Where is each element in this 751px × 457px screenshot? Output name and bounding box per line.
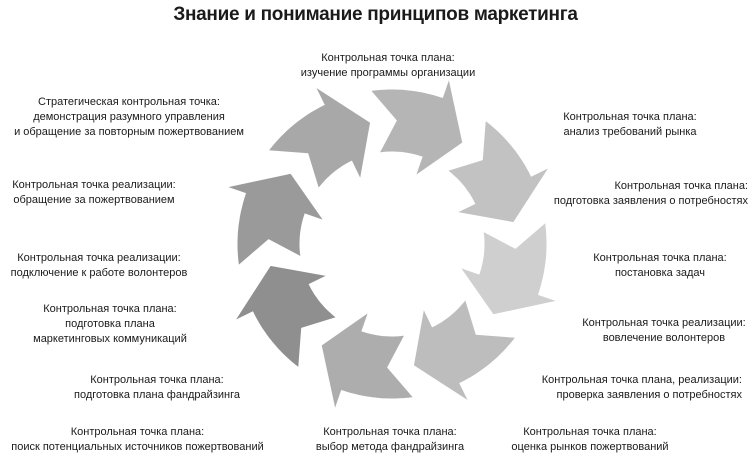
label-needs-verification: Контрольная точка плана, реализации: про… bbox=[530, 373, 742, 403]
cycle-arrow-segment bbox=[267, 85, 372, 190]
cycle-arrows bbox=[224, 76, 560, 412]
label-text: обращение за пожертвованием bbox=[13, 194, 175, 206]
label-donation-request: Контрольная точка реализации: обращение … bbox=[4, 178, 184, 208]
label-text: оценка рынков пожертвований bbox=[511, 441, 669, 453]
label-needs-statement: Контрольная точка плана: подготовка заяв… bbox=[520, 179, 748, 209]
label-kind: Контрольная точка плана: bbox=[321, 52, 455, 64]
cycle-arrow-segment bbox=[458, 221, 560, 316]
label-text: анализ требований рынка bbox=[563, 126, 697, 138]
label-kind: Контрольная точка реализации: bbox=[17, 252, 181, 264]
cycle-arrow-segment bbox=[233, 264, 338, 369]
label-text: подготовка плана bbox=[65, 318, 155, 330]
label-fundraising-method: Контрольная точка плана: выбор метода фа… bbox=[300, 425, 480, 455]
label-fundraising-plan: Контрольная точка плана: подготовка план… bbox=[52, 373, 262, 403]
label-market-analysis: Контрольная точка плана: анализ требован… bbox=[535, 110, 725, 140]
label-kind: Контрольная точка плана, реализации: bbox=[541, 374, 742, 386]
label-volunteer-onboarding: Контрольная точка реализации: подключени… bbox=[4, 251, 194, 281]
cycle-center bbox=[322, 174, 462, 314]
label-text: выбор метода фандрайзинга bbox=[315, 441, 465, 453]
cycle-arrow-segment bbox=[224, 172, 326, 267]
label-kind: Контрольная точка плана: bbox=[614, 180, 748, 192]
cycle-arrow-segment bbox=[320, 310, 415, 412]
label-text: вовлечение волонтеров bbox=[602, 332, 726, 344]
label-kind: Контрольная точка плана: bbox=[563, 111, 697, 123]
cycle-arrow-segment bbox=[412, 298, 517, 403]
label-kind: Контрольная точка плана: bbox=[323, 426, 457, 438]
label-text: проверка заявления о потребностях bbox=[556, 389, 743, 401]
label-text: подготовка заявления о потребностях bbox=[553, 195, 748, 207]
label-goal-setting: Контрольная точка плана: постановка зада… bbox=[580, 251, 740, 281]
label-text: изучение программы организации bbox=[300, 67, 476, 79]
label-marcom-plan: Контрольная точка плана: подготовка план… bbox=[20, 302, 200, 347]
label-kind: Контрольная точка плана: bbox=[523, 426, 657, 438]
label-donor-sources: Контрольная точка плана: поиск потенциал… bbox=[0, 425, 275, 455]
label-text: подготовка плана фандрайзинга bbox=[74, 389, 240, 401]
cycle-arrow-segment bbox=[446, 119, 551, 224]
label-text: постановка задач bbox=[614, 267, 706, 279]
label-text: демонстрация разумного управления bbox=[33, 111, 225, 123]
label-kind: Контрольная точка реализации: bbox=[12, 179, 176, 191]
label-text: подключение к работе волонтеров bbox=[10, 267, 188, 279]
label-text-cont: и обращение за повторным пожертвованием bbox=[14, 126, 244, 138]
label-org-program-study: Контрольная точка плана: изучение програ… bbox=[288, 51, 488, 81]
label-kind: Контрольная точка плана: bbox=[90, 374, 224, 386]
label-strategic-checkpoint: Стратегическая контрольная точка: демонс… bbox=[4, 95, 254, 140]
label-text: поиск потенциальных источников пожертвов… bbox=[11, 441, 264, 453]
label-kind: Контрольная точка реализации: bbox=[582, 317, 746, 329]
label-kind: Контрольная точка плана: bbox=[70, 426, 205, 438]
label-volunteer-engagement: Контрольная точка реализации: вовлечение… bbox=[578, 316, 750, 346]
label-kind: Стратегическая контрольная точка: bbox=[38, 96, 220, 108]
diagram-title: Знание и понимание принципов маркетинга bbox=[173, 4, 578, 25]
label-text-cont: маркетинговых коммуникаций bbox=[33, 333, 187, 345]
label-donation-markets: Контрольная точка плана: оценка рынков п… bbox=[500, 425, 680, 455]
cycle-arrow-segment bbox=[369, 76, 464, 178]
label-kind: Контрольная точка плана: bbox=[43, 303, 177, 315]
label-kind: Контрольная точка плана: bbox=[593, 252, 727, 264]
